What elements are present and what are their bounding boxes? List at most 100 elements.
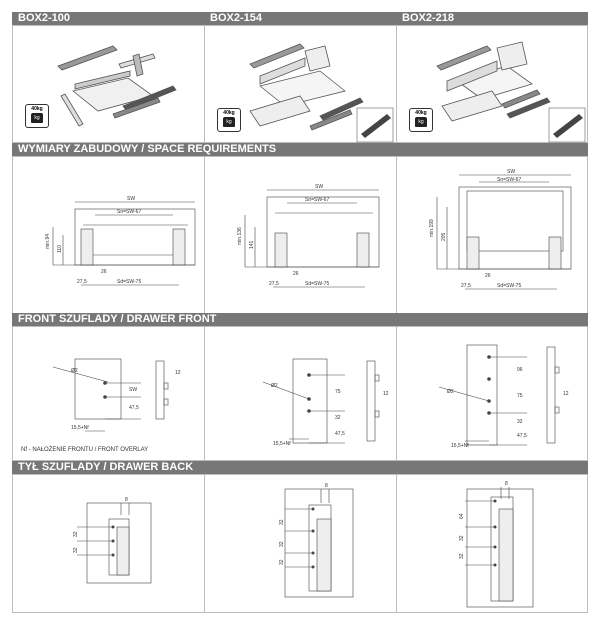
model-title-box2-218: BOX2-218 bbox=[402, 12, 454, 24]
section-title-front: FRONT SZUFLADY / DRAWER FRONT bbox=[18, 313, 217, 325]
overlay-dimension-label: 15,5+Nf bbox=[273, 441, 291, 447]
sw-dimension-label: SW bbox=[507, 169, 515, 175]
load-weight-text: 40kg bbox=[415, 110, 427, 116]
load-badge-40kg: 40kg kg bbox=[217, 108, 241, 132]
model-title-box2-100: BOX2-100 bbox=[18, 12, 70, 24]
front-overlay-note: Nf - NAŁOŻENIE FRONTU / FRONT OVERLAY bbox=[21, 447, 149, 453]
front-diagram-box2-218: Ø2 12 96 75 32 47,5 15,5+Nf bbox=[397, 327, 588, 460]
load-weight-text: 40kg bbox=[223, 110, 235, 116]
min-height-label: min.94 bbox=[45, 234, 51, 249]
dim-32b-label: 32 bbox=[73, 547, 79, 553]
overlay-dimension-label: 15,5+Nf bbox=[451, 443, 469, 449]
product-images-row: 40kg kg 40kg kg bbox=[12, 25, 588, 143]
exploded-view-box2-218: 40kg kg bbox=[397, 26, 588, 143]
load-badge-40kg: 40kg kg bbox=[25, 104, 49, 128]
dim-32b-label: 32 bbox=[459, 553, 465, 559]
weight-icon-label: kg bbox=[418, 119, 424, 125]
dim-8-label: 8 bbox=[505, 481, 508, 487]
dim-47-label: 47,5 bbox=[517, 433, 527, 439]
sw-dimension-label: SW bbox=[127, 196, 135, 202]
weight-icon: kg bbox=[31, 113, 43, 123]
diameter-label: Ø2 bbox=[447, 389, 454, 395]
dim-75-label: 75 bbox=[517, 393, 523, 399]
min-height-label: min.136 bbox=[237, 227, 243, 245]
sn-dimension-label: Sn=SW-67 bbox=[497, 177, 521, 183]
section-bar-drawer-back: TYŁ SZUFLADY / DRAWER BACK bbox=[12, 461, 588, 474]
diameter-label: Ø2 bbox=[271, 383, 278, 389]
height-label: 141 bbox=[249, 240, 255, 249]
section-title-space: WYMIARY ZABUDOWY / SPACE REQUIREMENTS bbox=[18, 143, 277, 155]
dim-32-label: 32 bbox=[73, 531, 79, 537]
load-badge-40kg: 40kg kg bbox=[409, 108, 433, 132]
back-diagram-box2-218: 8 64 32 32 bbox=[397, 475, 588, 612]
dim-96-label: 96 bbox=[517, 367, 523, 373]
front-diagram-box2-100: Ø2 12 SW 47,5 15,5+Nf Nf - NAŁOŻENIE FRO… bbox=[13, 327, 204, 460]
dim-47-label: 47,5 bbox=[335, 431, 345, 437]
drawer-front-row: Ø2 12 SW 47,5 15,5+Nf Nf - NAŁOŻENIE FRO… bbox=[12, 326, 588, 461]
dim-47-label: 47,5 bbox=[129, 405, 139, 411]
cross-section-drawing: SW Sn=SW-67 Sd=SW-75 27,5 26 min.199 205 bbox=[429, 169, 572, 290]
front-diagram-box2-154: Ø2 12 75 32 47,5 15,5+Nf bbox=[205, 327, 396, 460]
front-drilling-drawing: Ø2 12 96 75 32 47,5 15,5+Nf bbox=[438, 344, 569, 449]
front-drilling-drawing: Ø2 12 75 32 47,5 15,5+Nf bbox=[262, 358, 389, 447]
section-title-back: TYŁ SZUFLADY / DRAWER BACK bbox=[18, 461, 194, 473]
drawer-back-row: 8 32 32 bbox=[12, 474, 588, 613]
dim-32b-label: 32 bbox=[279, 541, 285, 547]
dim-32-label: 32 bbox=[335, 415, 341, 421]
dim-8-label: 8 bbox=[125, 497, 128, 503]
dim-26-label: 26 bbox=[101, 269, 107, 275]
dim-75-label: 75 bbox=[335, 389, 341, 395]
back-bracket-drawing: 8 32 32 32 bbox=[279, 483, 354, 598]
dim-32c-label: 32 bbox=[279, 559, 285, 565]
sw-label: SW bbox=[129, 387, 137, 393]
dim-32-label: 32 bbox=[459, 535, 465, 541]
space-diagram-box2-154: SW Sn=SW-67 Sd=SW-75 27,5 26 min.136 141 bbox=[205, 157, 396, 313]
dim-12-label: 12 bbox=[563, 391, 569, 397]
exploded-drawer-illustration bbox=[436, 41, 586, 143]
dim-12-label: 12 bbox=[383, 391, 389, 397]
cross-section-drawing: SW Sn=SW-67 Sd=SW-75 27,5 26 min.136 141 bbox=[237, 184, 380, 288]
dim-26-label: 26 bbox=[485, 273, 491, 279]
dim-27-label: 27,5 bbox=[461, 283, 471, 289]
dim-27-label: 27,5 bbox=[77, 279, 87, 285]
cross-section-drawing: SW Sn=SW-67 Sd=SW-75 27,5 26 min.94 110 bbox=[45, 196, 196, 286]
sw-dimension-label: SW bbox=[315, 184, 323, 190]
dim-64-label: 64 bbox=[459, 513, 465, 519]
dim-27-label: 27,5 bbox=[269, 281, 279, 287]
sn-dimension-label: Sn=SW-67 bbox=[305, 197, 329, 203]
model-header-bar: BOX2-100 BOX2-154 BOX2-218 bbox=[12, 12, 588, 25]
exploded-drawer-illustration bbox=[249, 43, 394, 143]
overlay-dimension-label: 15,5+Nf bbox=[71, 425, 89, 431]
dim-8-label: 8 bbox=[325, 483, 328, 489]
exploded-drawer-illustration bbox=[57, 45, 177, 127]
load-weight-text: 40kg bbox=[31, 106, 43, 112]
section-bar-drawer-front: FRONT SZUFLADY / DRAWER FRONT bbox=[12, 313, 588, 326]
weight-icon: kg bbox=[415, 117, 427, 127]
min-height-label: min.199 bbox=[429, 219, 435, 237]
model-title-box2-154: BOX2-154 bbox=[210, 12, 262, 24]
section-bar-space-requirements: WYMIARY ZABUDOWY / SPACE REQUIREMENTS bbox=[12, 143, 588, 156]
space-diagram-box2-100: SW Sn=SW-67 Sd=SW-75 27,5 26 min.94 110 bbox=[13, 157, 204, 313]
height-label: 110 bbox=[57, 245, 63, 253]
weight-icon-label: kg bbox=[226, 119, 232, 125]
diameter-label: Ø2 bbox=[71, 368, 78, 374]
weight-icon: kg bbox=[223, 117, 235, 127]
space-diagram-box2-218: SW Sn=SW-67 Sd=SW-75 27,5 26 min.199 205 bbox=[397, 157, 588, 313]
back-diagram-box2-100: 8 32 32 bbox=[13, 475, 204, 612]
sn-dimension-label: Sn=SW-67 bbox=[117, 209, 141, 215]
sd-dimension-label: Sd=SW-75 bbox=[497, 283, 521, 289]
dim-32-label: 32 bbox=[517, 419, 523, 425]
space-requirements-row: SW Sn=SW-67 Sd=SW-75 27,5 26 min.94 110 bbox=[12, 156, 588, 314]
dim-12-label: 12 bbox=[175, 370, 181, 376]
dim-26-label: 26 bbox=[293, 271, 299, 277]
exploded-view-box2-100: 40kg kg bbox=[13, 26, 204, 142]
exploded-view-box2-154: 40kg kg bbox=[205, 26, 396, 143]
weight-icon-label: kg bbox=[34, 115, 40, 121]
back-diagram-box2-154: 8 32 32 32 bbox=[205, 475, 396, 612]
front-drilling-drawing: Ø2 12 SW 47,5 15,5+Nf bbox=[52, 358, 181, 432]
sd-dimension-label: Sd=SW-75 bbox=[305, 281, 329, 287]
back-bracket-drawing: 8 32 32 bbox=[73, 497, 152, 584]
back-bracket-drawing: 8 64 32 32 bbox=[459, 481, 534, 608]
dim-32-label: 32 bbox=[279, 519, 285, 525]
